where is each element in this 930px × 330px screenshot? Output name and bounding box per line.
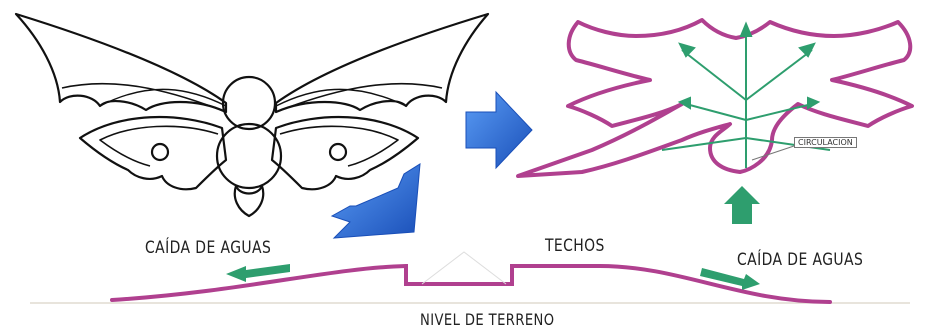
label-caida-aguas-right: CAÍDA DE AGUAS — [737, 250, 864, 270]
upper-left-wing-inner — [61, 82, 227, 113]
lower-left-wing — [78, 115, 228, 191]
section-tent-peak — [421, 251, 507, 285]
label-caida-aguas-left: CAÍDA DE AGUAS — [145, 238, 272, 258]
runoff-arrow-right — [700, 268, 760, 290]
upper-right-wing — [274, 12, 490, 114]
circulation-leader — [751, 145, 795, 161]
blue-arrow-right — [465, 90, 533, 170]
runoff-arrow-left — [226, 264, 290, 282]
circulation-arrows — [661, 21, 831, 168]
blue-arrow-down — [330, 163, 421, 239]
right-wing-spot — [328, 142, 348, 162]
left-wing-spot — [150, 142, 170, 162]
butterfly-body — [215, 122, 283, 190]
lower-right-wing — [270, 115, 420, 191]
butterfly-tail — [233, 184, 265, 218]
roof-plan — [516, 18, 914, 178]
entrance-arrow — [724, 186, 760, 224]
label-techos: TECHOS — [545, 236, 605, 256]
upper-left-wing — [14, 12, 228, 114]
label-circulacion: CIRCULACION — [794, 137, 857, 148]
label-nivel-terreno: NIVEL DE TERRENO — [420, 310, 555, 329]
section-roof-line — [110, 263, 832, 304]
butterfly-sketch — [14, 12, 490, 218]
butterfly-head — [221, 75, 277, 131]
upper-right-wing-inner — [275, 82, 443, 113]
